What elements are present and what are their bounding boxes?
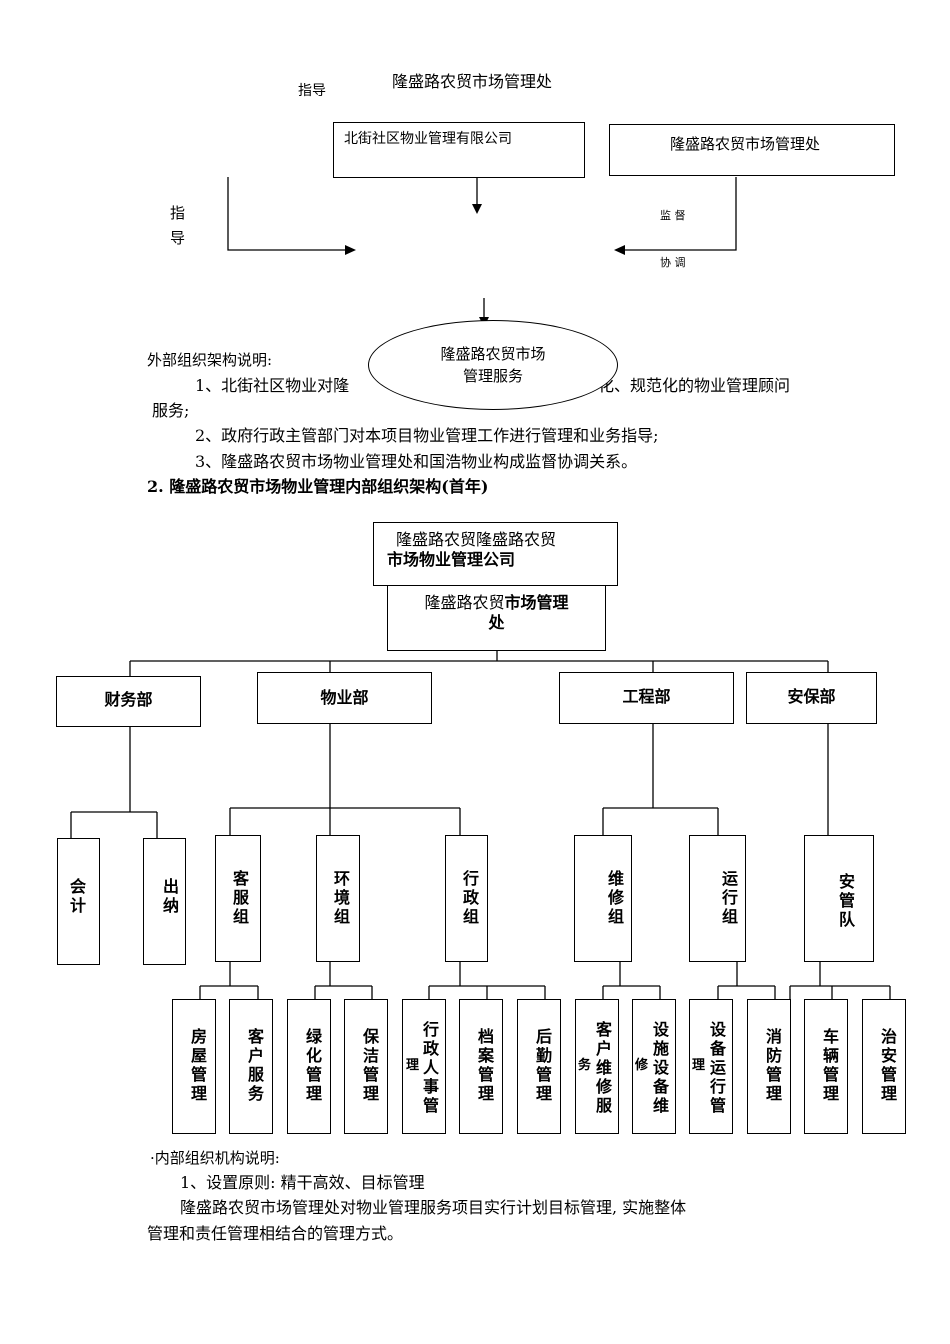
internal-para-line-2: 管理和责任管理相结合的管理方式。 xyxy=(147,1224,404,1243)
group-environment-label: 环境组 xyxy=(333,869,350,926)
group-maintenance: 维修组 xyxy=(574,835,632,962)
sub-equipment-operation: 设备运行管 理 xyxy=(689,999,733,1134)
sub-archives-label: 档案管理 xyxy=(477,1027,494,1103)
sub-facility-repair-overflow: 修 xyxy=(635,1058,649,1073)
company-node: 隆盛路农贸隆盛路农贸 市场物业管理公司 xyxy=(373,522,618,586)
group-environment: 环境组 xyxy=(316,835,360,962)
group-operation-label: 运行组 xyxy=(721,869,738,926)
office-node-normal: 隆盛路农贸 xyxy=(424,593,505,612)
sub-customer-service: 客户服务 xyxy=(229,999,273,1134)
dept-engineering: 工程部 xyxy=(559,672,734,724)
sub-cleaning-label: 保洁管理 xyxy=(362,1027,379,1103)
guidance-connector xyxy=(227,177,345,251)
company-node-line-2: 市场物业管理公司 xyxy=(387,550,516,569)
group-security-team-label: 安管队 xyxy=(838,872,855,929)
supervision-label: 监 督 xyxy=(660,209,686,222)
sub-equipment-operation-label: 设备运行管 xyxy=(709,1020,726,1115)
external-item-1-end: 化、规范化的物业管理顾问 xyxy=(598,376,791,395)
office-node-bold: 市场管理 xyxy=(504,593,569,612)
company-box: 北街社区物业管理有限公司 xyxy=(333,122,585,178)
coordination-label: 协 调 xyxy=(660,256,686,269)
ellipse-line-2: 管理服务 xyxy=(462,367,523,385)
sub-customer-repair: 客户维修服 务 xyxy=(575,999,619,1134)
group-customer-service: 客服组 xyxy=(215,835,261,962)
sub-admin-hr: 行政人事管 理 xyxy=(402,999,446,1134)
sub-logistics-label: 后勤管理 xyxy=(535,1027,552,1103)
supervision-connector xyxy=(625,177,737,251)
guidance-label-char-1: 指 xyxy=(170,204,186,222)
external-item-3: 3、隆盛路农贸市场物业管理处和国浩物业构成监督协调关系。 xyxy=(195,452,638,471)
ellipse-line-1: 隆盛路农贸市场 xyxy=(440,345,546,363)
company-box-label: 北街社区物业管理有限公司 xyxy=(344,131,512,147)
dept-property-label: 物业部 xyxy=(320,688,369,707)
sub-public-security-label: 治安管理 xyxy=(880,1027,897,1103)
company-node-line-1: 隆盛路农贸隆盛路农贸 xyxy=(396,530,557,549)
group-security-team: 安管队 xyxy=(804,835,874,962)
section-2-title: 2. 隆盛路农贸市场物业管理内部组织架构(首年) xyxy=(147,477,489,496)
sub-housing-label: 房屋管理 xyxy=(190,1027,207,1103)
office-node-line-2: 处 xyxy=(488,613,505,632)
internal-heading: ·内部组织机构说明: xyxy=(150,1149,280,1167)
sub-customer-repair-overflow: 务 xyxy=(578,1058,592,1073)
group-cashier: 出纳 xyxy=(143,838,186,965)
arrow-left-icon xyxy=(614,245,625,255)
sub-logistics: 后勤管理 xyxy=(517,999,561,1134)
external-item-1-start: 1、北街社区物业对隆 xyxy=(195,376,350,395)
arrow-down-icon xyxy=(472,204,482,214)
arrow-right-icon xyxy=(345,245,356,255)
dept-finance-label: 财务部 xyxy=(104,690,153,709)
sub-archives: 档案管理 xyxy=(459,999,503,1134)
dept-property: 物业部 xyxy=(257,672,432,724)
external-item-1-cont: 服务; xyxy=(152,401,190,420)
office-box-label: 隆盛路农贸市场管理处 xyxy=(670,135,821,153)
group-accounting-label: 会计 xyxy=(69,877,86,915)
sub-fire-control-label: 消防管理 xyxy=(765,1027,782,1103)
dept-security-label: 安保部 xyxy=(787,687,836,706)
dept-engineering-label: 工程部 xyxy=(622,687,671,706)
group-accounting: 会计 xyxy=(57,838,100,965)
dept-finance: 财务部 xyxy=(56,676,201,727)
sub-fire-control: 消防管理 xyxy=(747,999,791,1134)
office-node: 隆盛路农贸市场管理 处 xyxy=(387,585,606,651)
sub-greening: 绿化管理 xyxy=(287,999,331,1134)
service-ellipse: 隆盛路农贸市场 管理服务 xyxy=(368,320,618,410)
guidance-label: 指导 xyxy=(298,83,326,99)
sub-vehicle: 车辆管理 xyxy=(804,999,848,1134)
group-operation: 运行组 xyxy=(689,835,746,962)
sub-admin-hr-label: 行政人事管 xyxy=(422,1020,439,1115)
sub-admin-hr-overflow: 理 xyxy=(406,1058,420,1073)
group-customer-service-label: 客服组 xyxy=(232,869,249,926)
sub-facility-repair-label: 设施设备维 xyxy=(652,1020,669,1115)
mgmt-office-title: 隆盛路农贸市场管理处 xyxy=(392,72,553,91)
sub-customer-repair-label: 客户维修服 xyxy=(595,1020,612,1115)
office-box: 隆盛路农贸市场管理处 xyxy=(609,124,895,176)
sub-housing: 房屋管理 xyxy=(172,999,216,1134)
internal-para-line-1: 隆盛路农贸市场管理处对物业管理服务项目实行计划目标管理, 实施整体 xyxy=(180,1198,687,1217)
sub-cleaning: 保洁管理 xyxy=(344,999,388,1134)
sub-equipment-operation-overflow: 理 xyxy=(692,1058,706,1073)
sub-greening-label: 绿化管理 xyxy=(305,1027,322,1103)
dept-security: 安保部 xyxy=(746,672,877,724)
internal-item-1: 1、设置原则: 精干高效、目标管理 xyxy=(180,1173,425,1192)
sub-vehicle-label: 车辆管理 xyxy=(822,1027,839,1103)
group-maintenance-label: 维修组 xyxy=(607,869,624,926)
external-item-2: 2、政府行政主管部门对本项目物业管理工作进行管理和业务指导; xyxy=(195,426,659,445)
external-heading: 外部组织架构说明: xyxy=(147,351,273,369)
sub-public-security: 治安管理 xyxy=(862,999,906,1134)
sub-facility-repair: 设施设备维 修 xyxy=(632,999,676,1134)
group-admin-label: 行政组 xyxy=(462,869,479,926)
sub-customer-service-label: 客户服务 xyxy=(247,1027,264,1103)
group-admin: 行政组 xyxy=(445,835,488,962)
group-cashier-label: 出纳 xyxy=(162,877,179,915)
guidance-label-char-2: 导 xyxy=(170,229,186,247)
